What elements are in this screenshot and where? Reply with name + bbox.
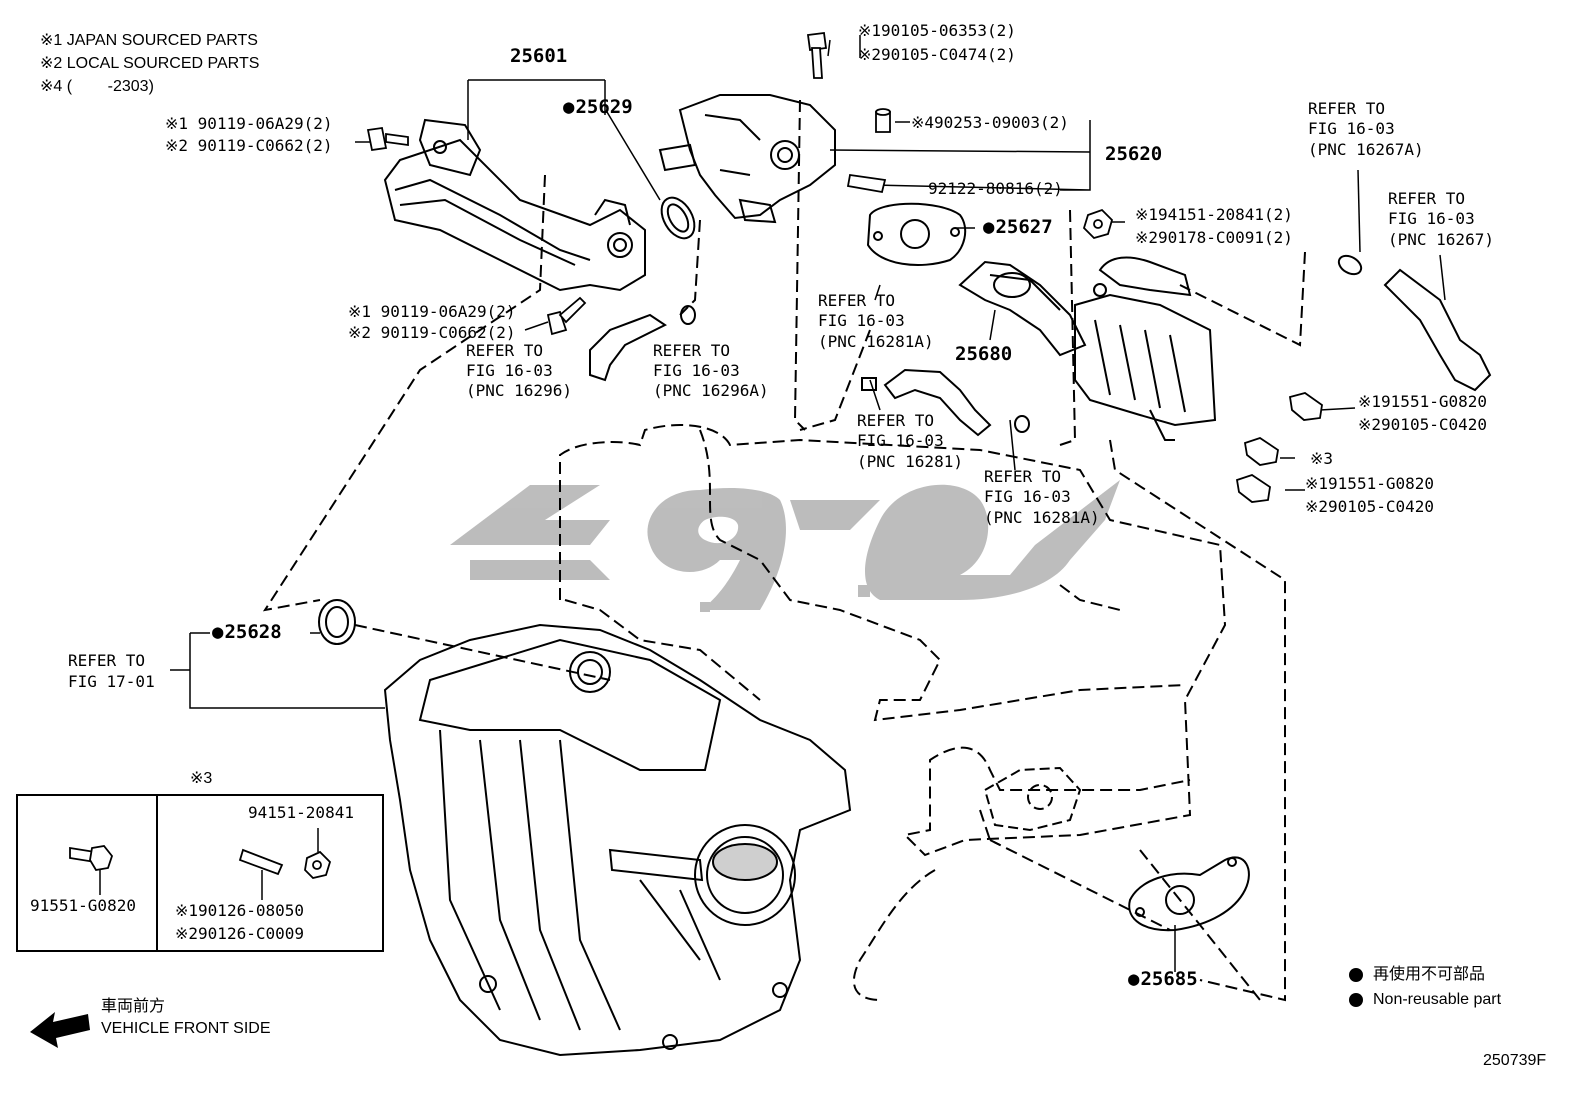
refer-16281-3: (PNC 16281) [857, 452, 963, 471]
refer-16267-3: (PNC 16267) [1388, 230, 1494, 249]
inset-stud [238, 848, 284, 900]
callout-right-bolt-a2: ※290105-C0420 [1358, 415, 1487, 434]
bolt-top [806, 31, 828, 79]
gasket-25627 [866, 202, 967, 266]
refer-16267a-3: (PNC 16267A) [1308, 140, 1424, 159]
inset-nut [304, 828, 332, 879]
port-flange [983, 766, 1082, 832]
hose-16267 [1383, 268, 1492, 392]
callout-pin: ※490253-09003(2) [911, 113, 1069, 132]
callout-stud: 92122-80816(2) [928, 179, 1063, 198]
note-local-sourced: ※2 LOCAL SOURCED PARTS [40, 55, 260, 72]
front-jp: 車両前方 [101, 998, 166, 1015]
callout-nut-1: ※194151-20841(2) [1135, 205, 1293, 224]
inset-right-top-part: 94151-20841 [248, 803, 354, 822]
refer-16281a-top-2: FIG 16-03 [818, 311, 905, 330]
refer-16267a-1: REFER TO [1308, 99, 1386, 118]
egr-pipe-25680 [958, 260, 1087, 357]
clamp-16296a [680, 305, 696, 325]
callout-left-bolt-b2: ※2 90119-C0662(2) [348, 323, 516, 342]
refer-17-01-1: REFER TO [68, 651, 146, 670]
callout-right-bolt-mid: ※3 [1310, 449, 1334, 468]
callout-left-bolt-a2: ※2 90119-C0662(2) [165, 136, 333, 155]
callout-left-bolt-b1: ※1 90119-06A29(2) [348, 302, 516, 321]
refer-16281a-bottom-2: FIG 16-03 [984, 487, 1071, 506]
clamp-16267a [1337, 254, 1363, 276]
refer-16267a-2: FIG 16-03 [1308, 119, 1395, 138]
inset-bolt [69, 845, 114, 895]
refer-16296-3: (PNC 16296) [466, 381, 572, 400]
note-range: ※4 ( -2303) [40, 78, 154, 95]
inset-box [16, 794, 384, 952]
refer-16281a-bottom-3: (PNC 16281A) [984, 508, 1100, 527]
stud-92122 [846, 173, 887, 194]
pnc-25627: 25627 [983, 218, 1052, 237]
hose-16281 [883, 368, 992, 437]
legend-jp: 再使用不可部品 [1373, 966, 1486, 983]
inset-mark: ※3 [190, 770, 213, 787]
refer-16296-2: FIG 16-03 [466, 361, 553, 380]
refer-16296a-2: FIG 16-03 [653, 361, 740, 380]
pnc-25685: 25685 [1128, 970, 1197, 989]
nut-94151 [1082, 208, 1114, 240]
refer-16281-1: REFER TO [857, 411, 935, 430]
callout-left-bolt-a1: ※1 90119-06A29(2) [165, 114, 333, 133]
bolt-left-upper [366, 126, 409, 152]
refer-16281-2: FIG 16-03 [857, 431, 944, 450]
pnc-25628: 25628 [212, 623, 281, 642]
callout-bolt-top-2: ※290105-C0474(2) [858, 45, 1016, 64]
refer-16296a-3: (PNC 16296A) [653, 381, 769, 400]
gasket-25629 [660, 196, 696, 240]
hose-16296 [589, 313, 667, 382]
refer-16296a-1: REFER TO [653, 341, 731, 360]
legend-dot-icons [1349, 968, 1363, 1007]
figure-id: 250739F [1483, 1052, 1547, 1069]
clamp-16281a-bottom [1014, 415, 1030, 433]
egr-cooler [1074, 256, 1217, 441]
refer-16267-1: REFER TO [1388, 189, 1466, 208]
refer-16281a-bottom-1: REFER TO [984, 467, 1062, 486]
pnc-25629: 25629 [563, 98, 632, 117]
callout-right-bolt-b2: ※290105-C0420 [1305, 497, 1434, 516]
pnc-25680: 25680 [955, 343, 1013, 365]
pnc-25601: 25601 [510, 45, 568, 67]
pin-90253 [875, 108, 891, 133]
note-japan-sourced: ※1 JAPAN SOURCED PARTS [40, 32, 258, 49]
bolt-left-lower [546, 296, 587, 336]
intake-manifold [383, 623, 852, 1057]
refer-16281a-top-1: REFER TO [818, 291, 896, 310]
bolts-right [1235, 392, 1323, 503]
inset-right-part-2: ※290126-C0009 [175, 924, 304, 943]
watermark-logo [450, 480, 1120, 612]
leader-lines [170, 35, 1446, 972]
refer-16281a-top-3: (PNC 16281A) [818, 332, 934, 351]
inset-left-part: 91551-G0820 [30, 896, 136, 915]
refer-17-01-2: FIG 17-01 [68, 672, 155, 691]
callout-right-bolt-a1: ※191551-G0820 [1358, 392, 1487, 411]
egr-valve-25620 [658, 94, 836, 224]
refer-16296-1: REFER TO [466, 341, 544, 360]
engine-block-phantom [262, 99, 1306, 1002]
pnc-25620: 25620 [1105, 143, 1163, 165]
refer-16267-2: FIG 16-03 [1388, 209, 1475, 228]
callout-nut-2: ※290178-C0091(2) [1135, 228, 1293, 247]
gasket-25628 [318, 599, 356, 645]
front-arrow-icon [30, 1012, 90, 1048]
callout-right-bolt-b1: ※191551-G0820 [1305, 474, 1434, 493]
front-en: VEHICLE FRONT SIDE [101, 1020, 271, 1037]
egr-pipe-25601 [383, 118, 646, 292]
callout-bolt-top-1: ※190105-06353(2) [858, 21, 1016, 40]
inset-right-part-1: ※190126-08050 [175, 901, 304, 920]
gasket-25685 [1128, 856, 1250, 932]
legend-en: Non-reusable part [1373, 991, 1502, 1008]
clamp-16281a-top [861, 377, 877, 391]
